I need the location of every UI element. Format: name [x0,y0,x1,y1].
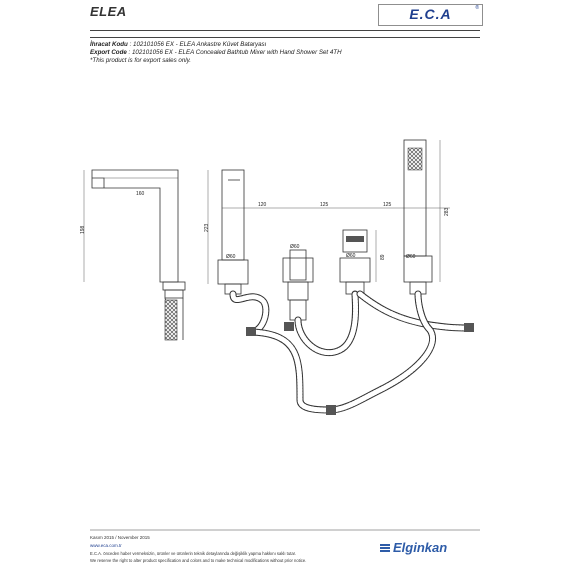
dim-160: 160 [136,191,145,197]
dim-125b: 125 [383,202,392,208]
export-code-tr-label: İhracat Kodu [90,41,128,48]
export-note: *This product is for export sales only. [90,57,191,64]
header-rule-top [90,30,480,31]
dim-89: 89 [380,254,386,260]
valve-body-drawing [217,169,249,295]
brand-name: Elginkan [393,540,448,555]
export-code-en: Export Code : 102101056 EX - ELEA Concea… [90,49,342,57]
hoses [229,290,474,414]
dia-label-2: Ø60 [290,244,300,250]
product-title: ELEA [90,4,127,19]
mixer-lever [346,236,364,242]
hose-fittings [246,322,474,415]
dim-198: 198 [80,225,86,234]
elginkan-logo-icon [380,544,390,552]
diverter-drawing [282,249,314,321]
dim-283: 283 [444,207,450,216]
footer-date: Kasım 2015 / November 2015 [90,535,150,540]
shower-head-nozzles [407,147,423,171]
dim-125a: 125 [320,202,329,208]
export-code-en-value: : 102101056 EX - ELEA Concealed Bathtub … [128,49,342,56]
dim-120: 120 [258,202,267,208]
dia-label-3: Ø60 [346,253,356,259]
export-code-tr: İhracat Kodu : 102101056 EX - ELEA Ankas… [90,41,342,49]
mixer-drawing [339,229,371,295]
product-info: İhracat Kodu : 102101056 EX - ELEA Ankas… [90,41,342,65]
header: ELEA E.C.A ® [0,0,568,30]
export-code-tr-value: : 102101056 EX - ELEA Ankastre Küvet Bat… [129,41,267,48]
dia-label-1: Ø60 [226,254,236,260]
eca-logo: E.C.A ® [378,4,483,26]
footer-website: www.eca.com.tr [90,543,122,548]
logo-registered-mark: ® [475,5,479,11]
export-code-en-label: Export Code [90,49,127,56]
header-rule-bottom [90,37,480,38]
logo-text: E.C.A [409,6,452,22]
footer-notice-en: We reserve the right to alter product sp… [90,558,307,563]
footer-notice-tr: E.C.A. önceden haber vermeksizin, ürünle… [90,551,296,556]
dim-223: 223 [204,223,210,232]
dia-label-4: Ø60 [406,254,416,260]
spout-hose-tail [164,299,178,341]
